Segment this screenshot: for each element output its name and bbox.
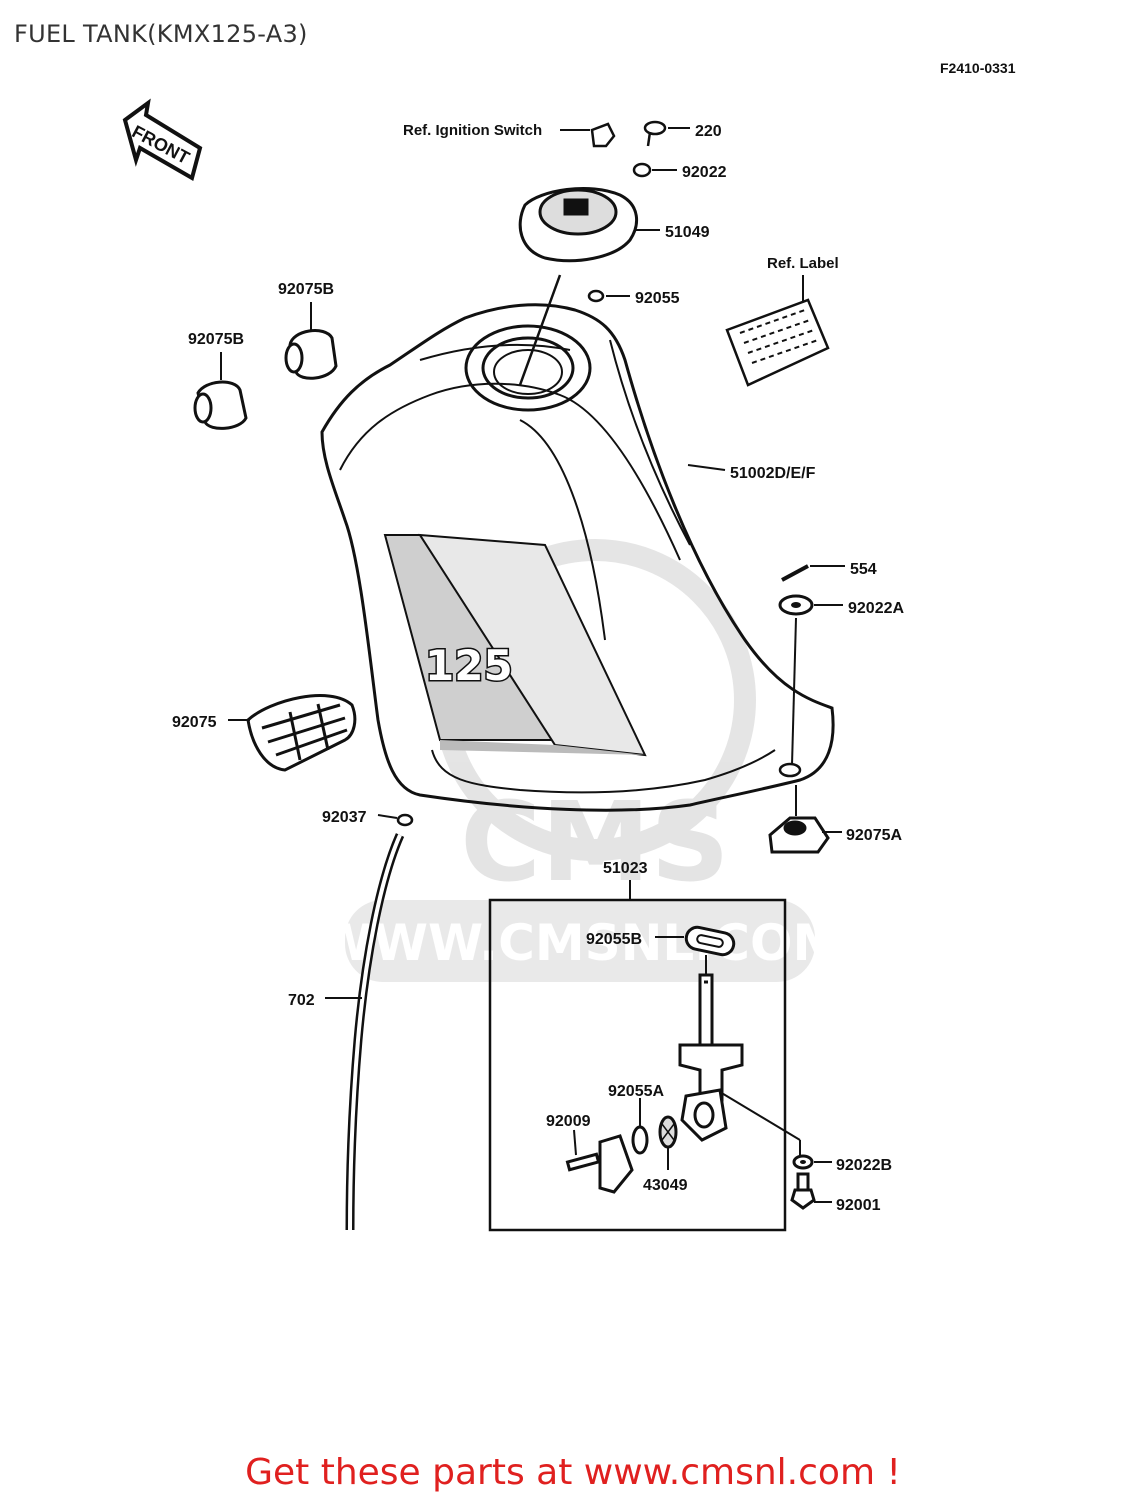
front-arrow-icon: FRONT [122, 98, 203, 182]
callout-92075b-left: 92075B [188, 331, 244, 348]
leader-92022a-to-tank [791, 617, 797, 766]
callout-51023: 51023 [603, 860, 648, 877]
filter-43049-icon [658, 1115, 678, 1149]
callout-51002: 51002D/E/F [730, 465, 816, 482]
callout-92075a: 92075A [846, 827, 902, 844]
callout-702: 702 [288, 992, 315, 1009]
gasket-92055b-icon [684, 925, 736, 957]
watermark: CMS WWW.CMSNL.COM [318, 539, 843, 982]
callout-92037: 92037 [322, 809, 367, 826]
damper-92075b-left-icon [193, 380, 248, 430]
damper-92075b-top-icon [284, 329, 338, 380]
callout-92022: 92022 [682, 164, 727, 181]
callout-92055: 92055 [635, 290, 680, 307]
fuel-cap-icon [518, 186, 639, 263]
screw-220-icon [643, 120, 667, 147]
callout-92001: 92001 [836, 1197, 881, 1214]
damper-92075a-icon [768, 816, 830, 854]
callout-51049: 51049 [665, 224, 710, 241]
cushion-92075-icon [246, 694, 357, 772]
clamp-92037-icon [396, 813, 414, 827]
fuel-tank-body [320, 303, 835, 812]
callout-ref-label: Ref. Label [767, 255, 839, 272]
callout-92022b: 92022B [836, 1157, 892, 1174]
fuel-cock-icon [678, 973, 744, 1142]
washer-92022b-icon [792, 1154, 814, 1170]
footer-shop-link[interactable]: Get these parts at www.cmsnl.com ! [245, 1452, 901, 1493]
page-title: FUEL TANK(KMX125-A3) [14, 20, 308, 48]
callout-92055a: 92055A [608, 1083, 664, 1100]
lever-92009-icon [565, 1134, 634, 1194]
pin-554-icon [781, 564, 809, 582]
drawing-code: F2410-0331 [940, 60, 1016, 76]
filler-neck [464, 324, 592, 412]
callout-92075: 92075 [172, 714, 217, 731]
callout-220: 220 [695, 123, 722, 140]
tank-decal-text: 125 [425, 641, 513, 690]
fuel-cock-assembly-box [488, 898, 787, 1232]
callout-43049: 43049 [643, 1177, 688, 1194]
callout-92009: 92009 [546, 1113, 591, 1130]
oring-92055a-icon [631, 1125, 649, 1155]
callout-92075b-top: 92075B [278, 281, 334, 298]
callout-554: 554 [850, 561, 877, 578]
callout-ref-ignition-switch: Ref. Ignition Switch [403, 122, 542, 139]
callout-92022a: 92022A [848, 600, 904, 617]
watermark-url: WWW.CMSNL.COM [318, 914, 843, 972]
watermark-logo: CMS [460, 778, 729, 906]
tank-decal: 125 [383, 533, 647, 757]
parts-diagram: CMS WWW.CMSNL.COM FRONT 125 [122, 98, 904, 1232]
oring-92055-icon [587, 289, 605, 303]
callout-92055b: 92055B [586, 931, 642, 948]
washer-92022-icon [632, 162, 652, 178]
washer-92022a-icon [778, 594, 814, 616]
leader-cap-to-tank [518, 274, 562, 386]
watermark-band [345, 900, 815, 982]
bolt-92001-icon [790, 1172, 816, 1210]
label-sticker-icon [725, 298, 830, 387]
ignition-switch-ref-icon [590, 122, 616, 148]
